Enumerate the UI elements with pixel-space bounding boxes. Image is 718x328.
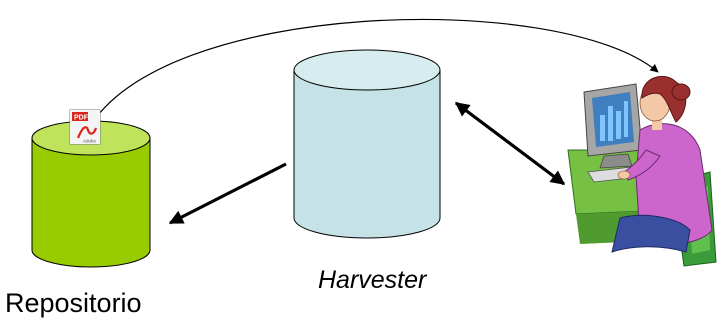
harvester-cylinder — [293, 49, 441, 239]
harvester-label: Harvester — [318, 266, 427, 294]
arrow-harvester-to-repository — [168, 162, 287, 225]
pdf-badge-text: PDF — [74, 115, 89, 122]
pdf-file-icon: PDF Adobe — [69, 109, 101, 145]
pdf-adobe-text: Adobe — [83, 139, 97, 144]
person-at-computer-icon — [567, 76, 717, 267]
arrow-harvester-person — [454, 101, 566, 186]
curved-connector — [87, 18, 659, 131]
repository-label: Repositorio — [5, 288, 142, 318]
